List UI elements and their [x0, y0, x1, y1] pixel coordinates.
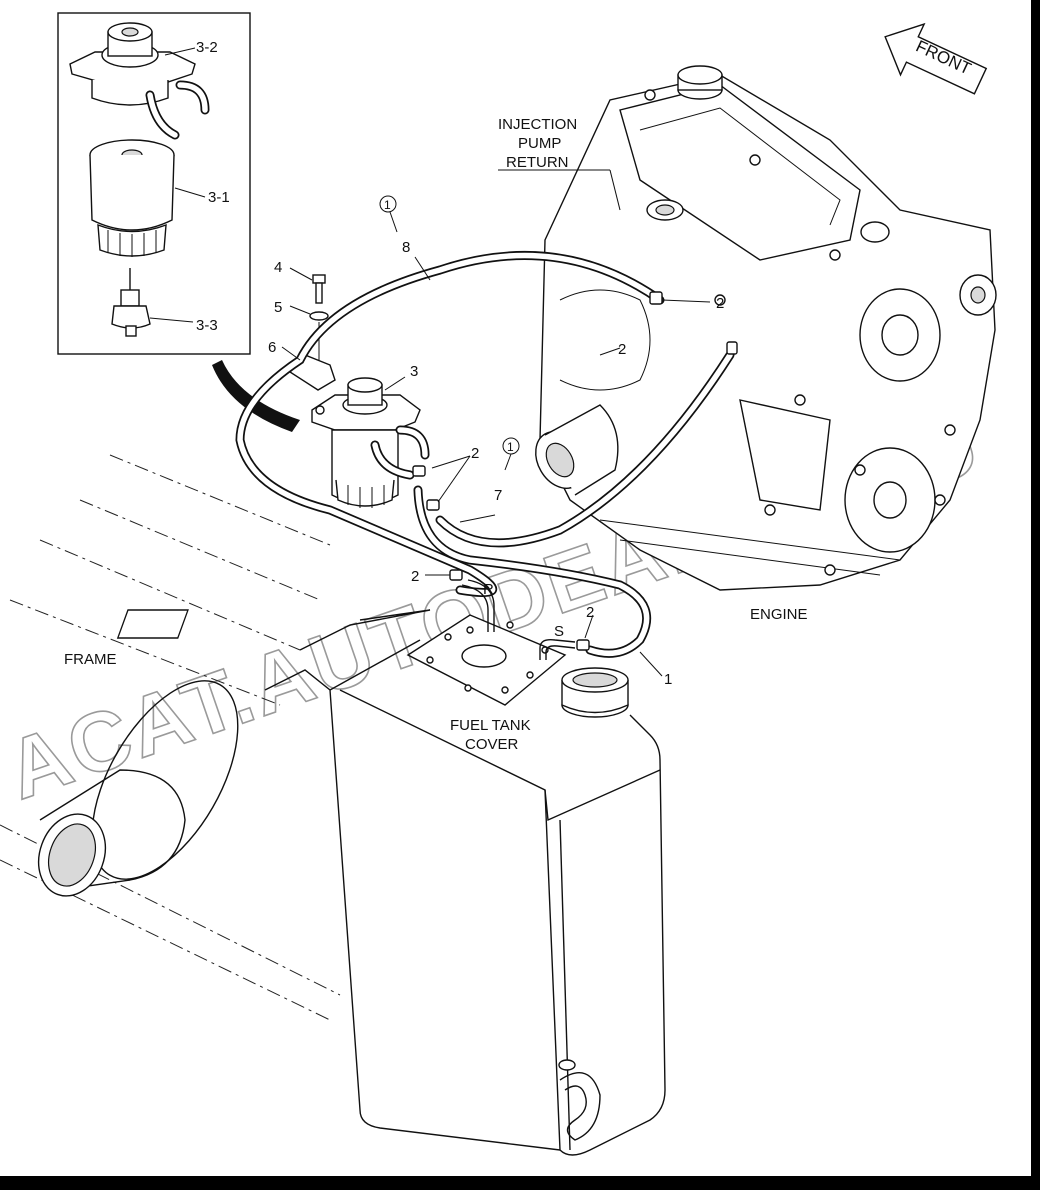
- frame-counterweight-boss: [37, 680, 239, 897]
- callout-2-filter: 2: [471, 445, 479, 462]
- frame-label: FRAME: [64, 651, 117, 668]
- hose-1: [413, 485, 652, 658]
- callout-2-suction: 2: [586, 604, 594, 621]
- inset-pointer-arrow: [212, 360, 300, 432]
- leader-lines: [149, 47, 711, 677]
- circled-1-hose-7: 1: [507, 440, 514, 454]
- frame-outline: [0, 454, 561, 1151]
- callout-2-tank: 2: [411, 568, 419, 585]
- callout-3-1: 3-1: [208, 189, 230, 206]
- fuel-tank-cover-label-1: FUEL TANK: [450, 717, 531, 734]
- fuel-tank-cover: [406, 614, 567, 706]
- hose-7: [435, 350, 735, 548]
- port-s-label: S: [554, 623, 564, 640]
- port-r-label: R: [483, 581, 494, 598]
- callout-1: 1: [664, 671, 672, 688]
- inset-box: [57, 12, 251, 355]
- callout-6: 6: [268, 339, 276, 356]
- injection-pump-return-label-1: INJECTION: [498, 116, 577, 133]
- callout-8: 8: [402, 239, 410, 256]
- callout-3: 3: [410, 363, 418, 380]
- fittings: [412, 291, 738, 651]
- hose-8: [235, 250, 665, 597]
- engine: [535, 65, 997, 591]
- fuel-filter-assembly: [311, 377, 430, 508]
- fuel-tank: [339, 667, 666, 1156]
- callout-5: 5: [274, 299, 282, 316]
- bottom-border-bar: [0, 1176, 1040, 1190]
- filter-head-part: [69, 22, 210, 140]
- injection-pump-return-label-2: PUMP: [518, 135, 561, 152]
- callout-4: 4: [274, 259, 282, 276]
- injection-pump-return-label-3: RETURN: [506, 154, 569, 171]
- clamp-bolt-washer: [288, 274, 336, 391]
- circled-1-hose-8: 1: [384, 198, 391, 212]
- callout-2-engine-lower: 2: [618, 341, 626, 358]
- callout-3-2: 3-2: [196, 39, 218, 56]
- front-direction-arrow: [884, 22, 988, 95]
- callout-7: 7: [494, 487, 502, 504]
- fuel-tank-cover-label-2: COVER: [465, 736, 519, 753]
- engine-label: ENGINE: [750, 606, 808, 623]
- front-label: FRONT: [913, 37, 974, 79]
- callout-3-3: 3-3: [196, 317, 218, 334]
- right-border: [1031, 0, 1040, 1190]
- tank-port-pipes: [461, 579, 576, 660]
- callout-2-engine-upper: 2: [716, 295, 724, 312]
- water-sensor-part: [111, 268, 151, 337]
- filter-element-part: [89, 139, 175, 257]
